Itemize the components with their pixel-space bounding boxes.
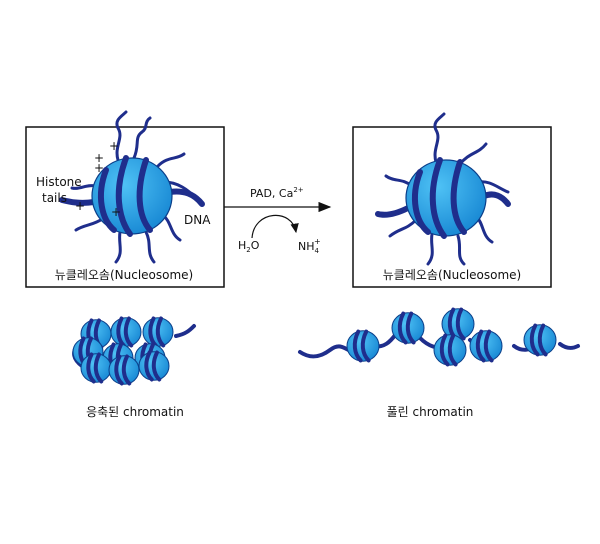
histone-tail [144, 230, 156, 264]
dna-wrap [429, 157, 447, 239]
nucleosome-bead [433, 333, 467, 367]
right-nucleosome-caption: 뉴클레오솜(Nucleosome) [383, 268, 521, 282]
dna-strand [167, 188, 205, 207]
nucleosome-bead [110, 316, 142, 348]
histone-tail [114, 230, 122, 264]
positive-charge-mark: + [111, 205, 121, 219]
condensed-chromatin-caption: 응축된 chromatin [86, 405, 184, 419]
histone-tail [74, 216, 106, 232]
right-nucleosome [375, 112, 511, 266]
histone-tail [388, 218, 418, 238]
condensed-dna-tail [174, 324, 196, 338]
histone-tail [458, 142, 488, 166]
dna-wrap [136, 157, 153, 233]
histone-tail [433, 112, 446, 164]
dna-wrap [411, 169, 431, 235]
histone-tail [456, 234, 466, 266]
relaxed-chromatin-caption: 풀린 chromatin [387, 405, 474, 419]
relaxed-chromatin [298, 307, 580, 367]
condensed-chromatin [72, 316, 196, 386]
positive-charge-mark: + [75, 199, 85, 213]
histone-tail [115, 110, 128, 162]
histone-tail [132, 116, 152, 160]
dna-strand [59, 197, 97, 206]
nucleosome-bead [441, 307, 475, 341]
nucleosome-bead [138, 350, 170, 382]
nucleosome-bead [469, 329, 503, 363]
histone-tail [426, 232, 434, 266]
dna-wrap [450, 159, 467, 235]
side-reaction-arc [251, 214, 299, 239]
dna-wrap [97, 167, 117, 233]
histone-tail [156, 152, 186, 168]
dna-label: DNA [184, 213, 211, 227]
nucleosome-bead [346, 329, 380, 363]
nucleosome-bead [80, 352, 112, 384]
left-nucleosome: + + + + + [59, 110, 205, 264]
histone-tails-label-line2: tails [42, 191, 67, 205]
dna-strand [481, 191, 511, 207]
positive-charge-mark: + [94, 161, 104, 175]
positive-charge-mark: + [109, 139, 119, 153]
nucleosome-bead [142, 316, 174, 348]
positive-charge-mark: + [94, 151, 104, 165]
enzyme-label: PAD, Ca2+ [250, 186, 304, 200]
dna-wrap [115, 155, 133, 237]
nucleosome-bead [523, 323, 557, 357]
right-panel-border [352, 126, 552, 288]
histone-tails-label-line1: Histone [36, 175, 82, 189]
left-nucleosome-caption: 뉴클레오솜(Nucleosome) [55, 268, 193, 282]
product-ammonium: NH4+ [298, 237, 321, 255]
reactant-water: H2O [238, 239, 260, 254]
dna-strand [375, 205, 411, 218]
nucleosome-bead [108, 354, 140, 386]
nucleosome-bead [391, 311, 425, 345]
